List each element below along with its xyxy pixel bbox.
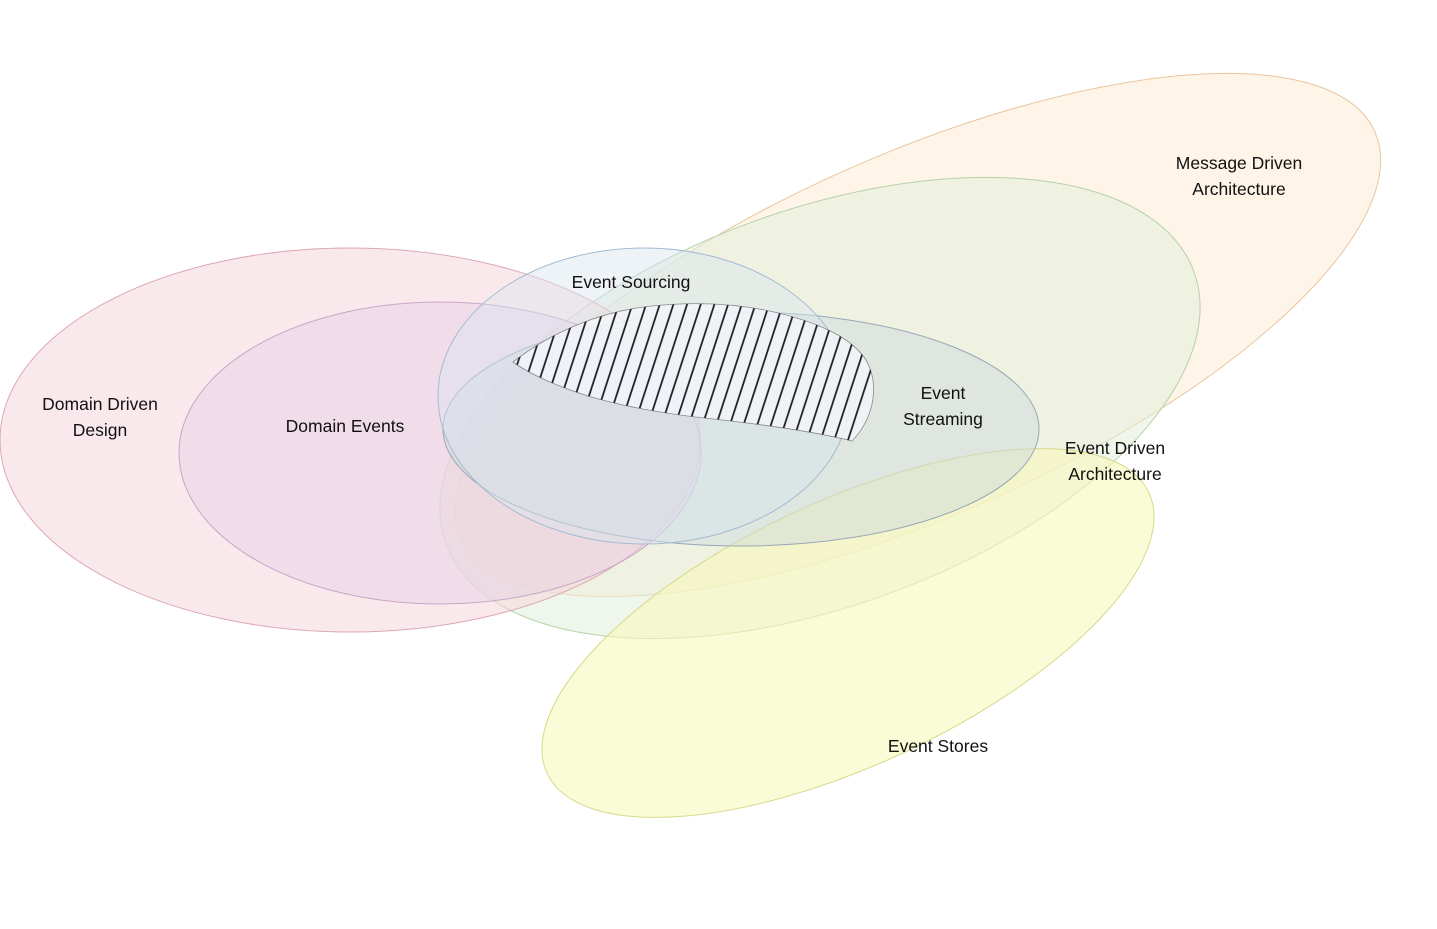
hatched-intersection-hatch <box>512 303 874 442</box>
hatched-intersection-region <box>512 303 874 442</box>
ellipse-event-stores <box>541 448 1155 818</box>
